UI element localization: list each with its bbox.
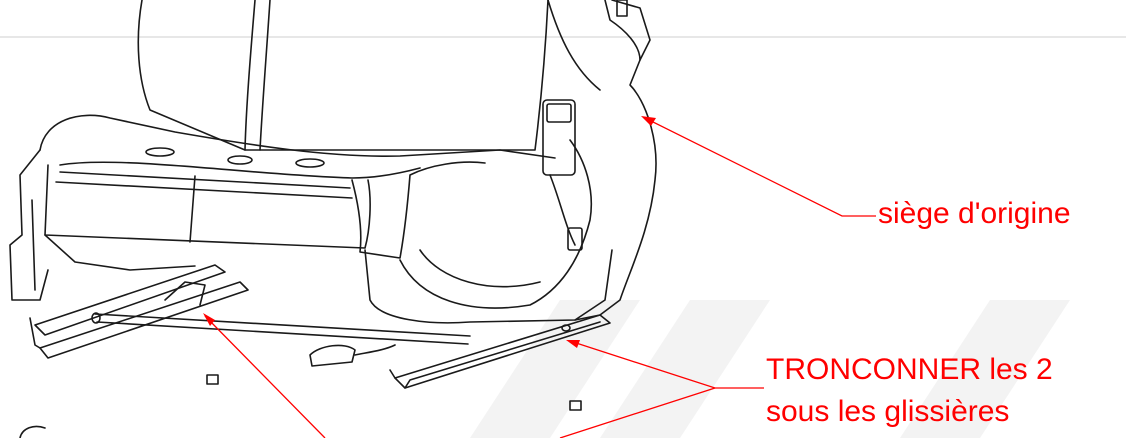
left-slide-rail-2 bbox=[39, 281, 249, 359]
backrest-seam-left bbox=[244, 0, 256, 151]
backrest bbox=[137, 0, 549, 151]
cut-leader-line-b bbox=[559, 387, 716, 438]
belt-buckle bbox=[542, 99, 576, 176]
cushion-front-seam bbox=[189, 175, 196, 243]
seat-foot bbox=[309, 344, 356, 367]
side-bolster bbox=[574, 0, 657, 321]
upper-wing-panel bbox=[611, 0, 651, 61]
cushion-hole bbox=[227, 155, 253, 165]
nut bbox=[569, 400, 582, 411]
cushion-hole bbox=[145, 147, 175, 157]
rail-bolt bbox=[561, 324, 571, 332]
cross-tube bbox=[94, 313, 471, 345]
right-slide-rail bbox=[394, 314, 611, 389]
cushion-top bbox=[39, 114, 556, 159]
cushion-top-inner bbox=[59, 161, 421, 179]
tube-leader-line bbox=[204, 315, 326, 438]
left-slide-rail bbox=[34, 264, 226, 336]
annotation-leaders bbox=[203, 116, 876, 438]
cushion-front bbox=[44, 164, 371, 249]
side-cover-inner bbox=[399, 139, 593, 309]
base-left bbox=[9, 149, 49, 301]
belt-buckle-button bbox=[546, 103, 572, 123]
seat-foot-link bbox=[354, 344, 396, 356]
seat-leader-line bbox=[644, 117, 876, 217]
nut bbox=[206, 374, 219, 385]
cut-annotation-line-1: TRONCONNER les 2 bbox=[766, 353, 1053, 386]
side-cover-inner-2 bbox=[419, 249, 541, 288]
cushion-front-band bbox=[55, 171, 353, 199]
belt-buckle-strap bbox=[549, 174, 576, 246]
base-left-inner bbox=[31, 199, 196, 291]
tube-leader-arrow bbox=[203, 313, 215, 326]
seat-outline bbox=[9, 0, 657, 438]
left-rail-bracket bbox=[164, 281, 206, 306]
cut-leader-arrow-a bbox=[566, 340, 580, 348]
backrest-right-edge bbox=[547, 0, 601, 91]
backrest-seam-right bbox=[259, 0, 271, 151]
left-slide-rail-3 bbox=[29, 317, 41, 349]
seat-annotation-label: siège d'origine bbox=[878, 197, 1071, 230]
belt-anchor bbox=[567, 227, 583, 251]
partial-ring bbox=[19, 425, 46, 438]
right-slide-rail-lip bbox=[389, 321, 601, 389]
cushion-right-panel bbox=[351, 161, 486, 259]
side-cover bbox=[364, 249, 613, 324]
cut-annotation-line-2: sous les glissières bbox=[766, 395, 1010, 428]
watermark bbox=[470, 300, 1070, 438]
seat-leader-arrow bbox=[641, 116, 656, 126]
wing-slot bbox=[616, 0, 628, 17]
cushion-hole bbox=[295, 158, 325, 168]
